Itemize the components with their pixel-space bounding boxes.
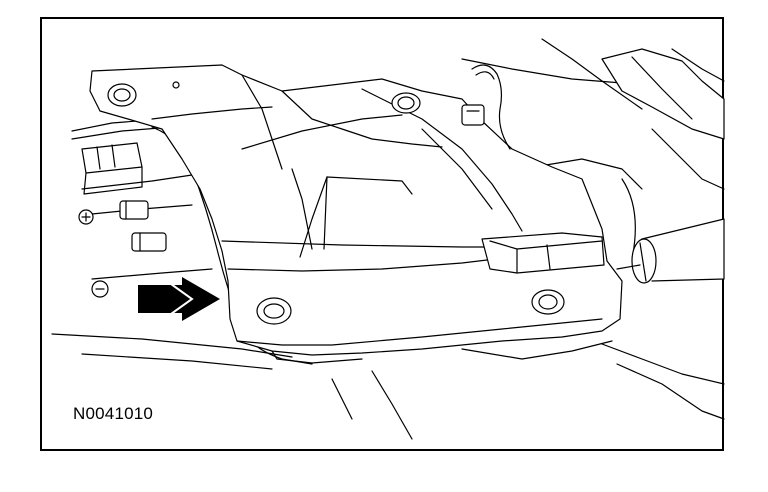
bolt-1	[78, 209, 94, 225]
figure-code: N0041010	[73, 404, 154, 423]
arrow-indicator	[138, 277, 220, 321]
bolt-2	[91, 280, 109, 298]
pipe-right	[616, 218, 725, 284]
top-wire	[461, 64, 511, 150]
clip-2	[131, 232, 167, 252]
engine-shield	[89, 64, 623, 364]
figure-frame: N0041010	[40, 17, 725, 451]
mount-hole-top	[391, 92, 421, 114]
mount-hole-left	[107, 83, 137, 107]
mount-hole-bottom-left	[256, 297, 292, 325]
mount-hole-bottom-right	[531, 289, 565, 315]
connector-block	[481, 232, 605, 274]
left-bracket	[81, 142, 143, 195]
service-illustration	[51, 38, 725, 440]
clip-1	[119, 200, 149, 220]
hose-upper-right	[601, 48, 725, 140]
